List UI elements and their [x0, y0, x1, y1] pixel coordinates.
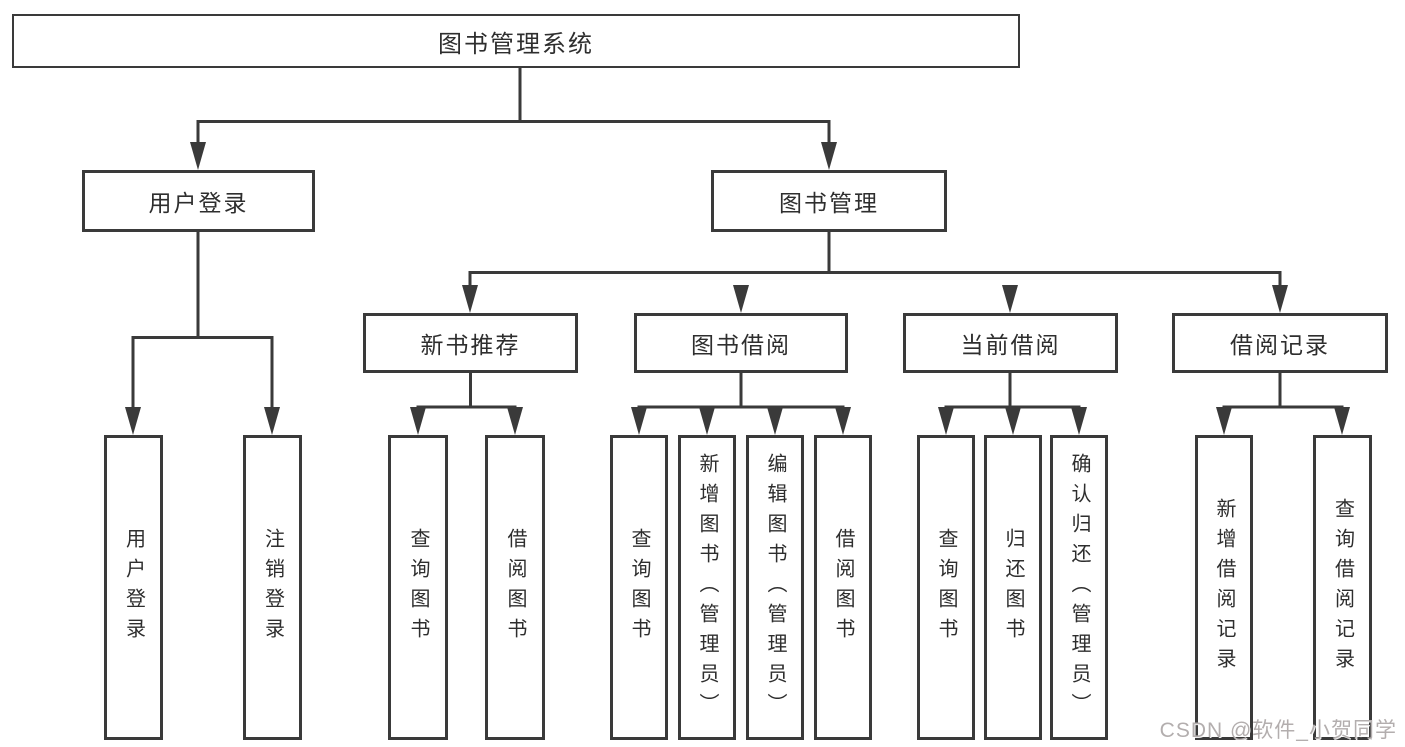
node-borrowing-records: 借阅记录 [1172, 313, 1388, 373]
leaf-user-login-label: 用户登录 [122, 527, 145, 648]
leaf-borrow-books-recommend: 借阅图书 [485, 435, 545, 740]
leaf-query-books-borrow: 查询图书 [610, 435, 668, 740]
node-book-borrowing: 图书借阅 [634, 313, 848, 373]
leaf-add-borrow-record-label: 新增借阅记录 [1213, 497, 1235, 678]
node-book-management: 图书管理 [711, 170, 947, 232]
leaf-return-book: 归还图书 [984, 435, 1042, 740]
leaf-borrow-books-recommend-label: 借阅图书 [504, 527, 526, 648]
leaf-borrow-book: 借阅图书 [814, 435, 872, 740]
arrow-down-icons [125, 142, 1350, 435]
leaf-add-book-admin-label: 新增图书（管理员） [696, 452, 718, 723]
leaf-add-book-admin: 新增图书（管理员） [678, 435, 736, 740]
node-user-login: 用户登录 [82, 170, 315, 232]
node-new-book-recommendation: 新书推荐 [363, 313, 578, 373]
node-library-management-system: 图书管理系统 [12, 14, 1020, 68]
leaf-query-books-current: 查询图书 [917, 435, 975, 740]
leaf-borrow-book-label: 借阅图书 [832, 527, 854, 648]
leaf-logout-label: 注销登录 [261, 527, 284, 648]
leaf-user-login: 用户登录 [104, 435, 163, 740]
leaf-confirm-return-admin-label: 确认归还（管理员） [1068, 452, 1090, 723]
csdn-watermark: CSDN @软件_小贺同学 [1159, 719, 1397, 742]
leaf-query-borrow-record-label: 查询借阅记录 [1331, 497, 1354, 678]
node-current-borrowing: 当前借阅 [903, 313, 1118, 373]
leaf-add-borrow-record: 新增借阅记录 [1195, 435, 1253, 740]
leaf-return-book-label: 归还图书 [1002, 527, 1024, 648]
leaf-query-books-borrow-label: 查询图书 [628, 527, 650, 648]
connector-lines [131, 68, 1344, 410]
leaf-query-books-current-label: 查询图书 [935, 527, 957, 648]
leaf-edit-book-admin-label: 编辑图书（管理员） [764, 452, 786, 723]
leaf-logout: 注销登录 [243, 435, 302, 740]
leaf-query-borrow-record: 查询借阅记录 [1313, 435, 1372, 740]
leaf-confirm-return-admin: 确认归还（管理员） [1050, 435, 1108, 740]
leaf-query-books-recommend-label: 查询图书 [407, 527, 429, 648]
leaf-edit-book-admin: 编辑图书（管理员） [746, 435, 804, 740]
leaf-query-books-recommend: 查询图书 [388, 435, 448, 740]
